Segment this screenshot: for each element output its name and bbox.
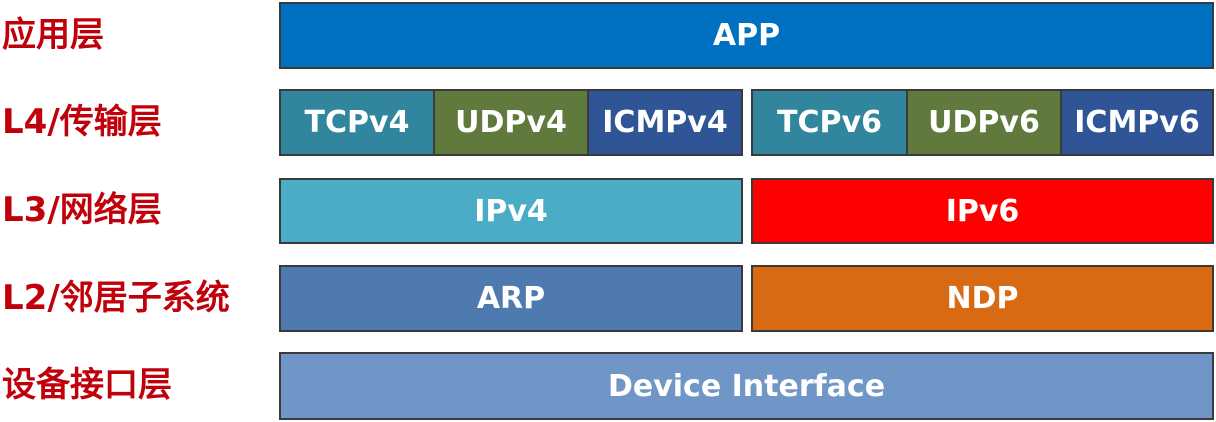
l3-layer-label: L3/网络层 — [2, 190, 162, 230]
icmpv6-box: ICMPv6 — [1060, 89, 1214, 156]
icmpv4-box: ICMPv4 — [587, 89, 743, 156]
udpv4-box: UDPv4 — [433, 89, 589, 156]
app-box: APP — [279, 2, 1214, 69]
device-interface-box: Device Interface — [279, 352, 1214, 420]
l4-layer-label: L4/传输层 — [2, 102, 162, 142]
tcpv6-box: TCPv6 — [751, 89, 908, 156]
device-layer-label: 设备接口层 — [2, 365, 172, 405]
ipv6-box: IPv6 — [751, 178, 1214, 244]
ipv4-box: IPv4 — [279, 178, 743, 244]
tcpv4-box: TCPv4 — [279, 89, 435, 156]
ndp-box: NDP — [751, 265, 1214, 332]
udpv6-box: UDPv6 — [906, 89, 1062, 156]
arp-box: ARP — [279, 265, 743, 332]
l2-layer-label: L2/邻居子系统 — [2, 278, 230, 318]
app-layer-label: 应用层 — [2, 15, 104, 55]
